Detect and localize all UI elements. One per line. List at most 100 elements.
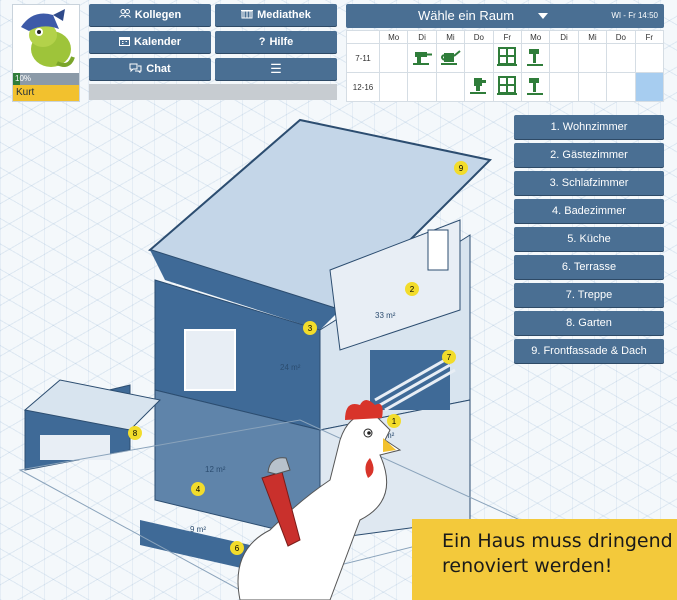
library-icon (241, 9, 254, 22)
marker-number: 7 (447, 353, 452, 362)
message-banner: Ein Haus muss dringend renoviert werden! (412, 519, 677, 600)
schedule-cell-selected[interactable] (634, 72, 665, 102)
schedule-cell[interactable] (606, 43, 636, 73)
day-header: Di (407, 30, 437, 44)
schedule-cell[interactable] (407, 43, 437, 73)
calendar-label: Kalender (133, 36, 182, 48)
slot-label: 7-11 (346, 43, 380, 73)
rooster-mascot-icon (237, 400, 402, 600)
schedule-cell[interactable] (549, 72, 579, 102)
watering-can-icon (441, 50, 462, 65)
schedule-cell[interactable] (492, 43, 522, 73)
xp-label: 10% (15, 74, 32, 83)
day-header: Fr (634, 30, 665, 44)
room-marker-3[interactable]: 3 (303, 321, 317, 335)
xp-bar: 10% (13, 73, 79, 85)
hammer-icon (526, 78, 543, 95)
house-blueprint[interactable]: 33 m² 24 m² 12 m² 9 m² m² 1 2 3 4 5 6 7 … (0, 100, 677, 600)
status-strip (89, 84, 337, 100)
room-marker-2[interactable]: 2 (405, 282, 419, 296)
room-button-kitchen[interactable]: 5. Küche (514, 227, 664, 251)
schedule-cell[interactable] (549, 43, 579, 73)
pergola-roof (23, 379, 162, 431)
calendar-button[interactable]: Kalender (89, 31, 211, 53)
schedule-cell[interactable] (577, 72, 608, 102)
schedule-cell[interactable] (492, 72, 522, 102)
media-label: Mediathek (257, 9, 311, 21)
schedule-cell[interactable] (577, 43, 608, 73)
message-line-1: Ein Haus muss dringend (442, 530, 673, 552)
chat-icon (129, 63, 142, 76)
front-wall (140, 520, 250, 570)
schedule-header-row: Mo Di Mi Do Fr Mo Di Mi Do Fr (346, 30, 665, 44)
schedule-table: Mo Di Mi Do Fr Mo Di Mi Do Fr 7-11 (346, 30, 665, 102)
room-marker-6[interactable]: 6 (230, 541, 244, 555)
room-marker-1[interactable]: 1 (387, 414, 401, 428)
tool-lock-icon (469, 78, 486, 94)
marker-number: 8 (133, 429, 138, 438)
message-line-2: renoviert werden! (442, 555, 613, 577)
marker-number: 6 (235, 544, 240, 553)
schedule-cell[interactable] (520, 72, 551, 102)
player-name: Kurt (13, 85, 79, 101)
schedule-cell[interactable] (634, 43, 665, 73)
hammer-icon (526, 49, 543, 66)
media-button[interactable]: Mediathek (215, 4, 337, 26)
day-header: Mo (378, 30, 409, 44)
room-button-garden[interactable]: 8. Garten (514, 311, 664, 335)
colleagues-label: Kollegen (134, 9, 182, 21)
room-button-facade-roof[interactable]: 9. Frontfassade & Dach (514, 339, 664, 363)
day-header: Do (464, 30, 494, 44)
schedule-cell[interactable] (435, 43, 466, 73)
front-window (184, 329, 236, 391)
schedule-cell[interactable] (606, 72, 636, 102)
player-card[interactable]: 10% Kurt (12, 4, 80, 102)
schedule-cell[interactable] (407, 72, 437, 102)
xp-fill (13, 73, 20, 85)
schedule-cell[interactable] (378, 72, 409, 102)
room-marker-7[interactable]: 7 (442, 350, 456, 364)
marker-number: 9 (459, 164, 464, 173)
area-label: 33 m² (375, 311, 396, 320)
schedule-cell[interactable] (520, 43, 551, 73)
day-header: Mi (577, 30, 608, 44)
chameleon-avatar-icon (13, 5, 79, 73)
room-marker-4[interactable]: 4 (191, 482, 205, 496)
marker-number: 2 (410, 285, 415, 294)
schedule-cell[interactable] (435, 72, 466, 102)
drill-icon (413, 52, 433, 65)
room-select-dropdown[interactable]: Wähle ein Raum WI - Fr 14:50 (346, 4, 664, 28)
room-button-stairs[interactable]: 7. Treppe (514, 283, 664, 307)
day-header: Fr (492, 30, 522, 44)
room-button-guest-room[interactable]: 2. Gästezimmer (514, 143, 664, 167)
marker-number: 1 (392, 417, 397, 426)
upper-window (427, 229, 449, 271)
schedule-cell[interactable] (378, 43, 409, 73)
area-label: 12 m² (205, 465, 226, 474)
marker-number: 3 (308, 324, 313, 333)
more-menu-button[interactable]: ☰ (215, 58, 337, 80)
hamburger-icon: ☰ (270, 61, 282, 76)
wrench-icon (261, 457, 301, 547)
schedule-cell[interactable] (464, 43, 494, 73)
help-icon: ? (258, 36, 266, 48)
room-button-living-room[interactable]: 1. Wohnzimmer (514, 115, 664, 139)
colleagues-button[interactable]: Kollegen (89, 4, 211, 26)
day-header: Mo (520, 30, 551, 44)
schedule-row-afternoon: 12-16 (346, 72, 665, 102)
roof-edge (150, 250, 340, 330)
help-button[interactable]: ? Hilfe (215, 31, 337, 53)
day-header: Do (606, 30, 636, 44)
room-button-bedroom[interactable]: 3. Schlafzimmer (514, 171, 664, 195)
area-label: 24 m² (280, 363, 301, 372)
chat-button[interactable]: Chat (89, 58, 211, 80)
help-label: Hilfe (269, 36, 294, 48)
room-button-bathroom[interactable]: 4. Badezimmer (514, 199, 664, 223)
people-icon (118, 9, 131, 21)
room-marker-8[interactable]: 8 (128, 426, 142, 440)
room-list: 1. Wohnzimmer 2. Gästezimmer 3. Schlafzi… (514, 115, 664, 367)
day-header: Mi (435, 30, 466, 44)
room-marker-9[interactable]: 9 (454, 161, 468, 175)
schedule-cell[interactable] (464, 72, 494, 102)
room-button-terrace[interactable]: 6. Terrasse (514, 255, 664, 279)
